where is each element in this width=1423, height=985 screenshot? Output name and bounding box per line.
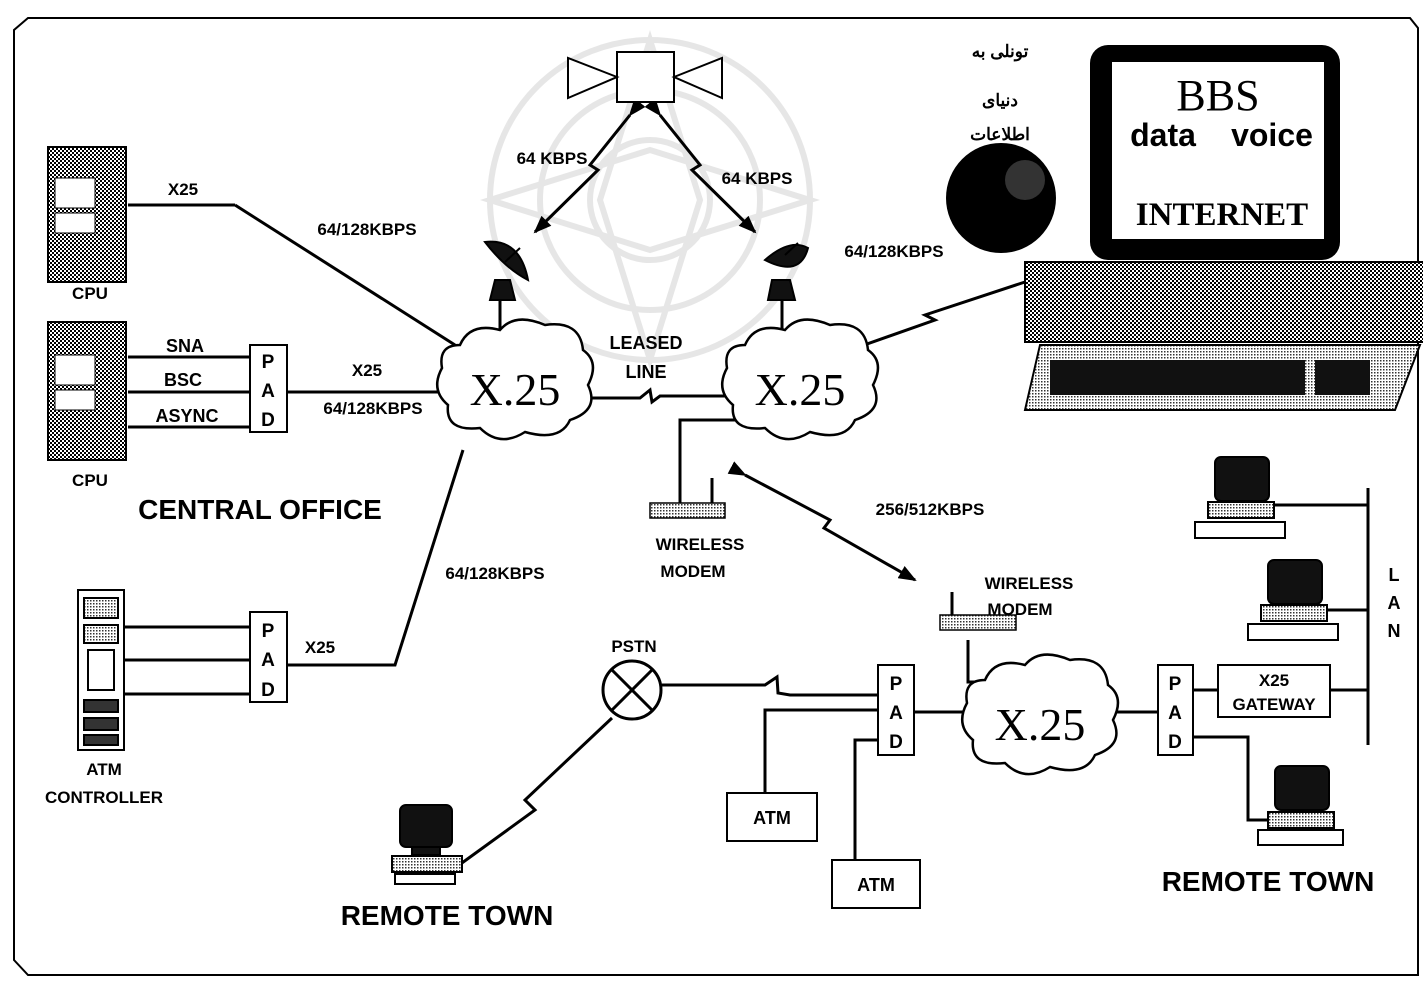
- label-sna: SNA: [166, 336, 204, 356]
- cloud-x25-central-label: X.25: [470, 364, 561, 415]
- pad-atm: P A D: [249, 611, 288, 703]
- connection-lines: [125, 203, 1370, 870]
- pc-lan-2-icon: [1247, 559, 1339, 641]
- pc-lan-1-icon: [1194, 456, 1286, 539]
- persian-line-3: اطلاعات: [970, 125, 1030, 144]
- cpu-bottom-icon: [47, 321, 127, 461]
- frame-border: [13, 17, 1419, 976]
- pad-remote-left: P A D: [877, 664, 915, 756]
- cpu-top-label: CPU: [72, 284, 108, 303]
- label-speed-atm: 64/128KBPS: [445, 564, 544, 583]
- pad-remote-right-p: P: [1169, 674, 1182, 695]
- voice-label: voice: [1231, 117, 1313, 153]
- label-wireless-modem-central-2: MODEM: [660, 562, 725, 581]
- pad-central-d: D: [261, 410, 275, 431]
- label-speed-central-mid: 64/128KBPS: [323, 399, 422, 418]
- bbs-label: BBS: [1176, 71, 1259, 120]
- bbs-terminal-icon: [1023, 45, 1423, 411]
- satellite-dish-left-icon: [483, 240, 530, 301]
- pc-remote-left-icon: [391, 804, 463, 885]
- label-x25-top: X25: [168, 180, 198, 199]
- atm-box-1: ATM: [726, 792, 818, 842]
- label-wireless-modem-central-1: WIRELESS: [656, 535, 745, 554]
- atm-controller-icon: [77, 589, 125, 751]
- pad-remote-right-a: A: [1168, 703, 1182, 724]
- wireless-modem-remote-icon: [939, 592, 1017, 631]
- persian-line-1: تونلی به: [972, 42, 1029, 62]
- label-bsc: BSC: [164, 370, 202, 390]
- atm-box-1-label: ATM: [753, 808, 791, 828]
- label-speed-wireless: 256/512KBPS: [876, 500, 985, 519]
- pad-remote-right: P A D: [1157, 664, 1194, 756]
- pad-central: P A D: [249, 344, 288, 433]
- cloud-x25-remote-label: X.25: [995, 699, 1086, 750]
- x25-gateway-label-1: X25: [1259, 671, 1289, 690]
- label-speed-central-top: 64/128KBPS: [317, 220, 416, 239]
- remote-town-right-title: REMOTE TOWN: [1162, 866, 1375, 897]
- label-speed-sat-left: 64 KBPS: [517, 149, 588, 168]
- remote-town-left-title: REMOTE TOWN: [341, 900, 554, 931]
- atm-controller-label-2: CONTROLLER: [45, 788, 163, 807]
- label-x25-mid: X25: [352, 361, 382, 380]
- x25-cloud-central: X.25: [435, 318, 595, 441]
- x25-cloud-remote: X.25: [960, 653, 1120, 776]
- label-lan-n: N: [1388, 621, 1401, 641]
- internet-label: INTERNET: [1136, 197, 1308, 233]
- label-lan-a: A: [1388, 593, 1401, 613]
- label-leased-2: LINE: [625, 362, 666, 382]
- pad-atm-d: D: [261, 680, 275, 701]
- atm-box-2-label: ATM: [857, 875, 895, 895]
- cpu-top-icon: [47, 146, 127, 283]
- pad-central-a: A: [261, 381, 275, 402]
- satellite-links: [533, 98, 917, 582]
- label-wireless-modem-remote-2: MODEM: [987, 600, 1052, 619]
- central-office-title: CENTRAL OFFICE: [138, 494, 382, 525]
- pad-remote-right-d: D: [1168, 732, 1182, 753]
- label-speed-sat-right: 64 KBPS: [722, 169, 793, 188]
- label-lan-l: L: [1389, 565, 1400, 585]
- pad-central-p: P: [262, 352, 275, 373]
- data-label: data: [1130, 117, 1196, 153]
- atm-controller-label-1: ATM: [86, 760, 122, 779]
- pstn-icon: [601, 659, 663, 721]
- atm-box-2: ATM: [831, 859, 921, 909]
- label-async: ASYNC: [155, 406, 218, 426]
- label-leased-1: LEASED: [609, 333, 682, 353]
- cpu-bottom-label: CPU: [72, 471, 108, 490]
- globe-icon: [946, 143, 1056, 253]
- pad-remote-left-a: A: [889, 703, 903, 724]
- label-x25-atm: X25: [305, 638, 335, 657]
- x25-cloud-right: X.25: [720, 318, 880, 441]
- x25-gateway-box: X25 GATEWAY: [1217, 664, 1331, 718]
- wireless-modem-central-icon: [649, 478, 726, 519]
- pc-remote-right-icon: [1257, 765, 1344, 846]
- label-wireless-modem-remote-1: WIRELESS: [985, 574, 1074, 593]
- x25-gateway-label-2: GATEWAY: [1232, 695, 1316, 714]
- pad-atm-p: P: [262, 621, 275, 642]
- satellite-dish-right-icon: [763, 242, 810, 301]
- persian-line-2: دنیای: [982, 91, 1018, 110]
- label-pstn: PSTN: [611, 637, 656, 656]
- pad-atm-a: A: [261, 650, 275, 671]
- label-speed-right-net: 64/128KBPS: [844, 242, 943, 261]
- satellite-icon: [567, 51, 723, 103]
- pad-remote-left-d: D: [889, 732, 903, 753]
- cloud-x25-right-label: X.25: [755, 364, 846, 415]
- pad-remote-left-p: P: [890, 674, 903, 695]
